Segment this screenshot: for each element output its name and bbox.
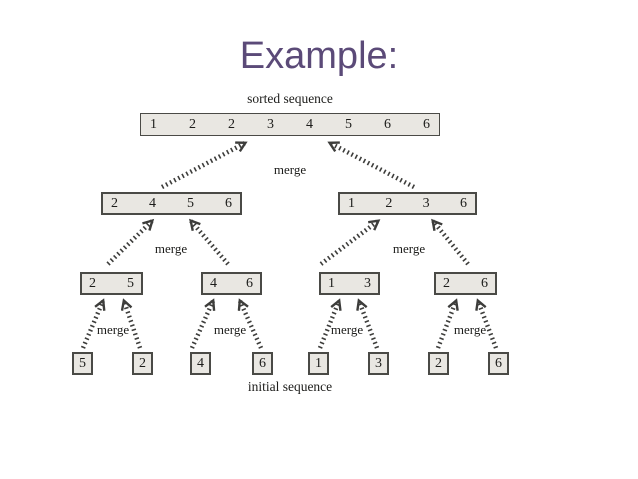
cell-value: 3: [422, 195, 430, 211]
merge-arrow: [160, 141, 245, 189]
merge-label-l3-1: merge: [96, 322, 130, 337]
cell-value: 4: [197, 355, 204, 371]
cell-value: 2: [111, 195, 118, 211]
sorted-sequence-box: 1 2 2 3 4 5 6 6: [140, 113, 440, 136]
leaf-box-5: 1: [308, 352, 329, 375]
leaf-box-8: 6: [488, 352, 509, 375]
cell-value: 5: [345, 116, 352, 132]
leaf-box-2: 2: [132, 352, 153, 375]
cell-value: 1: [328, 275, 335, 291]
cell-value: 6: [423, 116, 430, 132]
run-box-left: 2 4 5 6: [101, 192, 242, 215]
cell-value: 6: [481, 275, 488, 291]
leaf-box-4: 6: [252, 352, 273, 375]
cell-value: 4: [149, 195, 156, 211]
merge-label-l2-right: merge: [392, 241, 426, 256]
merge-label-l3-4: merge: [453, 322, 487, 337]
leaf-box-1: 5: [72, 352, 93, 375]
cell-value: 5: [79, 355, 86, 371]
merge-label-l2-left: merge: [154, 241, 188, 256]
cell-value: 6: [384, 116, 391, 132]
cell-value: 3: [364, 275, 371, 291]
pair-box-4: 2 6: [434, 272, 497, 295]
pair-box-1: 2 5: [80, 272, 143, 295]
pair-box-2: 4 6: [201, 272, 262, 295]
initial-sequence-label: initial sequence: [247, 379, 333, 394]
cell-value: 2: [139, 355, 146, 371]
cell-value: 3: [375, 355, 382, 371]
cell-value: 6: [225, 195, 232, 211]
cell-value: 2: [228, 116, 235, 132]
merge-label-l3-2: merge: [213, 322, 247, 337]
cell-value: 1: [150, 116, 157, 132]
cell-value: 5: [187, 195, 194, 211]
leaf-box-3: 4: [190, 352, 211, 375]
cell-value: 1: [348, 195, 355, 211]
cell-value: 2: [443, 275, 450, 291]
cell-value: 1: [315, 355, 322, 371]
merge-label-top: merge: [273, 162, 307, 177]
cell-value: 5: [127, 275, 134, 291]
sorted-sequence-label: sorted sequence: [247, 91, 333, 106]
slide-title: Example:: [239, 35, 399, 77]
merge-arrow: [330, 141, 416, 189]
cell-value: 2: [385, 195, 393, 211]
cell-value: 3: [267, 116, 274, 132]
leaf-box-6: 3: [368, 352, 389, 375]
pair-box-3: 1 3: [319, 272, 380, 295]
cell-value: 4: [306, 116, 313, 132]
cell-value: 6: [495, 355, 502, 371]
cell-value: 2: [189, 116, 196, 132]
merge-label-l3-3: merge: [330, 322, 364, 337]
cell-value: 6: [459, 195, 467, 211]
leaf-box-7: 2: [428, 352, 449, 375]
cell-value: 6: [259, 355, 266, 371]
cell-value: 4: [210, 275, 217, 291]
cell-value: 2: [89, 275, 96, 291]
cell-value: 2: [435, 355, 442, 371]
cell-value: 6: [246, 275, 253, 291]
run-box-right: 1 2 3 6: [338, 192, 477, 215]
